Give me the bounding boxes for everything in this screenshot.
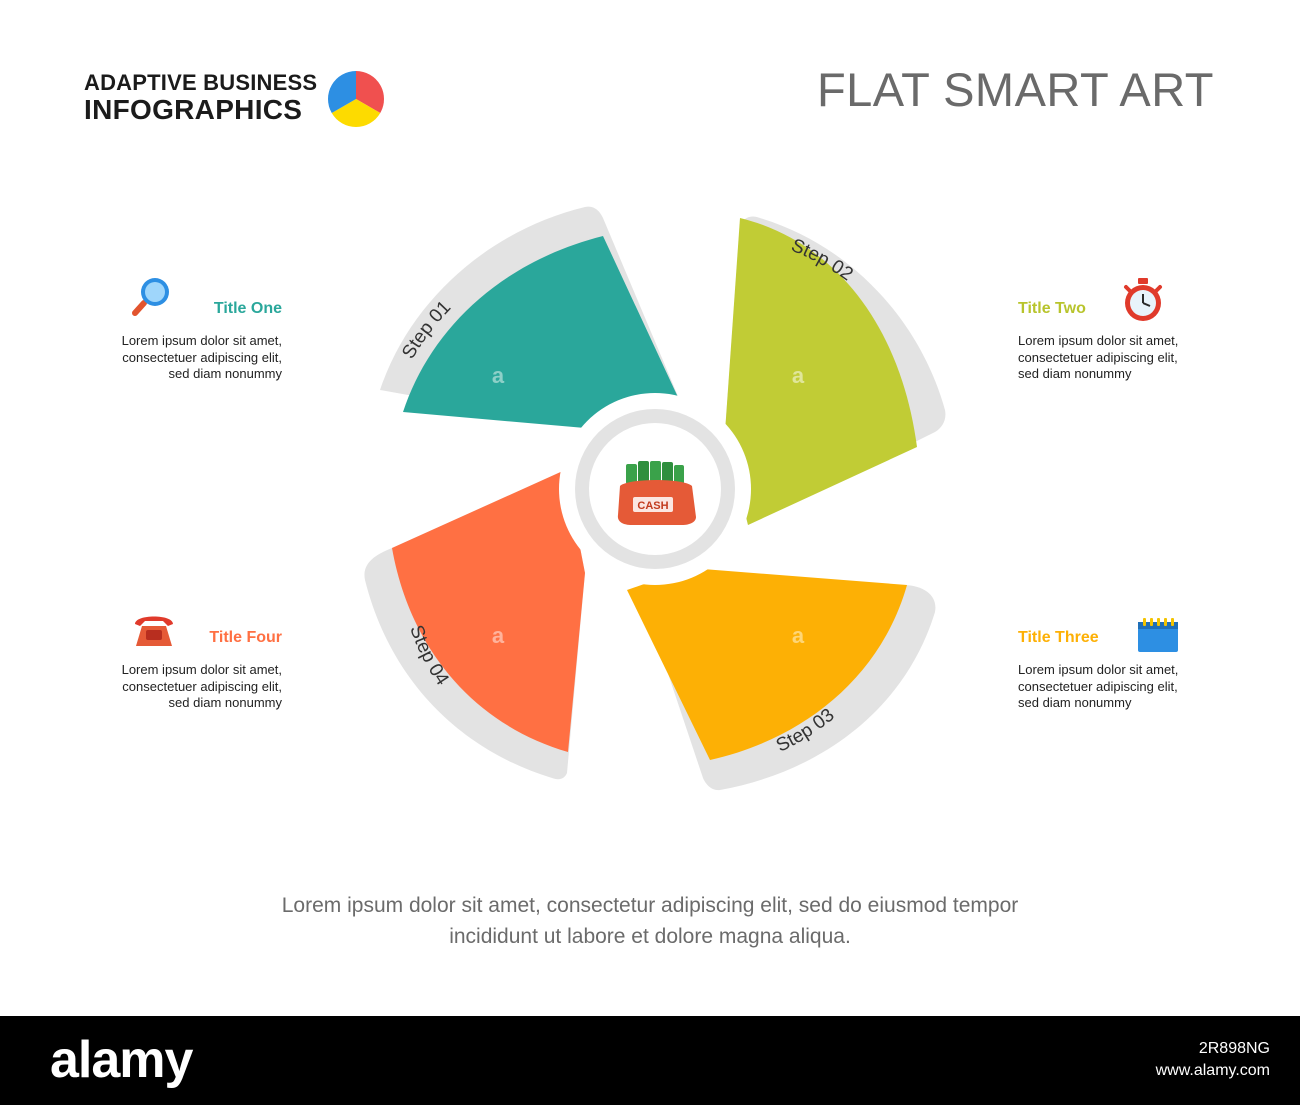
money-bag-icon: CASH	[617, 461, 696, 525]
step-04-segment	[392, 470, 585, 752]
telephone-icon	[135, 616, 173, 646]
magnifier-icon	[132, 278, 169, 316]
title-three-line-2: consectetuer adipiscing elit,	[1018, 678, 1178, 694]
title-one-line-3: sed diam nonummy	[168, 366, 282, 381]
footer-line-2: incididunt ut labore et dolore magna ali…	[449, 925, 851, 948]
title-four: Title Four	[209, 629, 282, 646]
cash-label: CASH	[637, 500, 668, 512]
title-one-line-1: Lorem ipsum dolor sit amet,	[121, 333, 282, 348]
title-four-line-1: Lorem ipsum dolor sit amet,	[121, 662, 282, 677]
footer-line-1: Lorem ipsum dolor sit amet, consectetur …	[281, 894, 1019, 917]
calendar-icon	[1138, 618, 1178, 652]
title-one-body: Lorem ipsum dolor sit amet, consectetuer…	[82, 333, 282, 383]
title-four-body: Lorem ipsum dolor sit amet, consectetuer…	[82, 662, 282, 712]
watermark-bar	[0, 1016, 1300, 1105]
step-01-marker: a	[492, 363, 505, 388]
title-one-line-2: consectetuer adipiscing elit,	[122, 349, 282, 365]
step-02-marker: a	[792, 363, 805, 388]
title-three: Title Three	[1018, 629, 1099, 646]
title-four-line-2: consectetuer adipiscing elit,	[122, 678, 282, 694]
title-three-body: Lorem ipsum dolor sit amet, consectetuer…	[1018, 662, 1218, 712]
watermark-site: www.alamy.com	[1155, 1062, 1270, 1079]
title-four-line-3: sed diam nonummy	[168, 695, 282, 710]
step-01-segment	[403, 236, 683, 428]
brand-line-2: INFOGRAPHICS	[84, 94, 303, 125]
step-03-segment	[627, 568, 907, 760]
title-three-line-1: Lorem ipsum dolor sit amet,	[1018, 662, 1179, 677]
main-title: FLAT SMART ART	[816, 63, 1214, 116]
step-04-marker: a	[492, 623, 505, 648]
title-two: Title Two	[1018, 300, 1086, 317]
title-two-line-2: consectetuer adipiscing elit,	[1018, 349, 1178, 365]
title-two-line-3: sed diam nonummy	[1018, 366, 1132, 381]
pie-logo-icon	[327, 71, 385, 128]
title-one: Title One	[213, 300, 282, 317]
title-two-line-1: Lorem ipsum dolor sit amet,	[1018, 333, 1179, 348]
brand-line-1: ADAPTIVE BUSINESS	[84, 70, 318, 95]
watermark-logo: alamy	[50, 1031, 193, 1089]
step-03-marker: a	[792, 623, 805, 648]
stopwatch-icon	[1124, 278, 1162, 321]
step-02-segment	[725, 218, 917, 525]
pinwheel-diagram: Step 01 a Step 02 a Step 03 a Step 04 a …	[364, 206, 946, 791]
footer-text: Lorem ipsum dolor sit amet, consectetur …	[150, 890, 1150, 952]
title-two-body: Lorem ipsum dolor sit amet, consectetuer…	[1018, 333, 1218, 383]
watermark-image-id: 2R898NG	[1198, 1040, 1270, 1057]
title-three-line-3: sed diam nonummy	[1018, 695, 1132, 710]
